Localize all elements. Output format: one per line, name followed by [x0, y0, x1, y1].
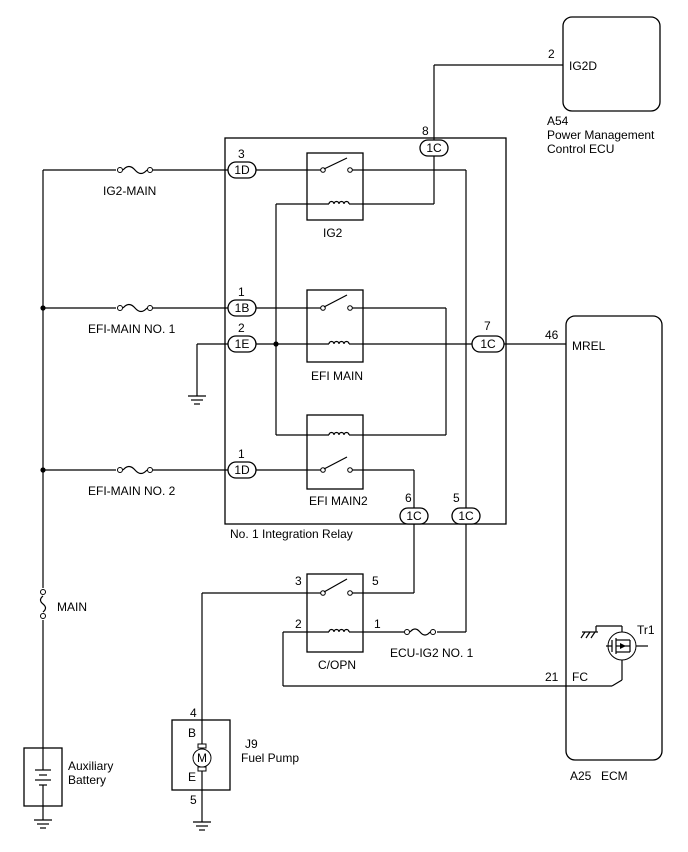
connector-1b: 1B 1: [227, 285, 257, 317]
battery-icon: [35, 748, 51, 806]
copn-relay-label: C/OPN: [318, 658, 356, 672]
efi-main-relay-switch-icon: [307, 294, 363, 311]
ig2-relay-switch-icon: [307, 157, 363, 173]
efi-main-ground-icon: [188, 343, 228, 405]
svg-text:1D: 1D: [234, 463, 250, 477]
ecu-ig2-no1-fuse-label: ECU-IG2 NO. 1: [390, 646, 474, 660]
battery-ground-icon: [34, 806, 52, 829]
connector-1c-mrel: 1C 7: [471, 319, 505, 353]
ecu-a54-name-line2: Control ECU: [547, 142, 614, 156]
efi-main2-relay: [306, 414, 364, 490]
connector-1c-6: 1C 6: [399, 491, 429, 525]
copn-pin-2: 2: [295, 617, 302, 631]
ig2-relay: [306, 152, 364, 221]
fuel-pump-terminal-e: E: [188, 770, 196, 784]
connector-1e-pin: 2: [238, 321, 245, 335]
fuel-pump-motor-icon: [192, 720, 212, 790]
ecu-a54-code: A54: [547, 114, 569, 128]
svg-text:1B: 1B: [235, 301, 250, 315]
efi-main-relay: [306, 289, 364, 363]
svg-text:1C: 1C: [480, 337, 496, 351]
ig2d-pin-label: IG2D: [569, 59, 597, 73]
efi-main-relay-label: EFI MAIN: [311, 369, 363, 383]
ig2-main-fuse-label: IG2-MAIN: [103, 184, 156, 198]
fuel-pump-pin-top: 4: [190, 706, 197, 720]
lower-wires: [201, 524, 566, 720]
connector-1d-bottom-pin: 1: [238, 447, 245, 461]
ecu-a54-name-line1: Power Management: [547, 128, 655, 142]
fuel-pump-code: J9: [245, 737, 258, 751]
connector-1c-ig2d-pin: 8: [422, 124, 429, 138]
copn-relay-switch-icon: [307, 578, 363, 596]
svg-text:1D: 1D: [234, 163, 250, 177]
fuel-pump-ground-icon: [193, 790, 211, 831]
efi-main2-relay-switch-icon: [307, 456, 363, 473]
efi-main-no2-fuse-icon: [117, 465, 228, 475]
efi-main-no1-fuse-label: EFI-MAIN NO. 1: [88, 322, 176, 336]
main-bus-wires: [40, 169, 116, 748]
svg-text:1C: 1C: [406, 509, 422, 523]
ig2-relay-coil-icon: [307, 200, 363, 205]
power-management-ecu-box: [562, 16, 661, 112]
integration-relay-label: No. 1 Integration Relay: [230, 527, 353, 541]
ig2-main-fuse-icon: [117, 165, 228, 175]
svg-text:1C: 1C: [426, 141, 442, 155]
ecu-ig2-no1-fuse-icon: [404, 628, 436, 636]
copn-relay: [306, 573, 364, 653]
ig2d-wire: [433, 64, 563, 140]
fuel-pump-box: [171, 719, 231, 791]
connector-1d-top-pin: 3: [238, 147, 245, 161]
fuel-pump-motor-label: M: [197, 751, 207, 765]
fuel-pump-pin-bottom: 5: [190, 793, 197, 807]
main-fuse-icon: [39, 589, 47, 619]
ecm-box: [565, 315, 663, 761]
connector-1c-mrel-pin: 7: [484, 319, 491, 333]
battery-label-line1: Auxiliary: [68, 759, 113, 773]
fc-pin: 21: [545, 670, 559, 684]
efi-main2-relay-coil-icon: [307, 431, 363, 436]
mrel-pin: 46: [545, 328, 559, 342]
fuel-pump-terminal-b: B: [188, 726, 196, 740]
connector-1e: 1E 2: [227, 321, 257, 353]
connector-1b-pin: 1: [238, 285, 245, 299]
copn-pin-1: 1: [374, 617, 381, 631]
fuel-pump-name: Fuel Pump: [241, 751, 299, 765]
connector-1c-ig2d: 1C 8: [419, 124, 449, 157]
mrel-label: MREL: [572, 339, 606, 353]
transistor-icon: [566, 625, 648, 687]
ig2-relay-label: IG2: [323, 226, 343, 240]
efi-main-no1-fuse-icon: [117, 303, 228, 313]
copn-pin-5: 5: [372, 574, 379, 588]
main-fuse-label: MAIN: [57, 600, 87, 614]
integration-relay-box: [224, 137, 507, 525]
efi-main2-relay-label: EFI MAIN2: [309, 494, 368, 508]
efi-main-no2-fuse-label: EFI-MAIN NO. 2: [88, 484, 176, 498]
ecm-name: ECM: [601, 769, 628, 783]
battery-label-line2: Battery: [68, 773, 106, 787]
fc-label: FC: [572, 670, 588, 684]
connector-1d-top: 1D 3: [227, 147, 257, 179]
connector-1c-6-pin: 6: [405, 491, 412, 505]
ig2d-pin-number: 2: [548, 47, 555, 61]
transistor-label: Tr1: [637, 623, 655, 637]
svg-text:1C: 1C: [458, 509, 474, 523]
copn-pin-3: 3: [295, 574, 302, 588]
copn-relay-coil-icon: [307, 628, 363, 633]
efi-main-relay-coil-icon: [307, 340, 363, 345]
connector-1d-bottom: 1D 1: [227, 447, 257, 479]
svg-text:1E: 1E: [235, 337, 250, 351]
connector-1c-5: 1C 5: [451, 491, 481, 525]
ecm-code: A25: [570, 769, 592, 783]
connector-1c-5-pin: 5: [453, 491, 460, 505]
